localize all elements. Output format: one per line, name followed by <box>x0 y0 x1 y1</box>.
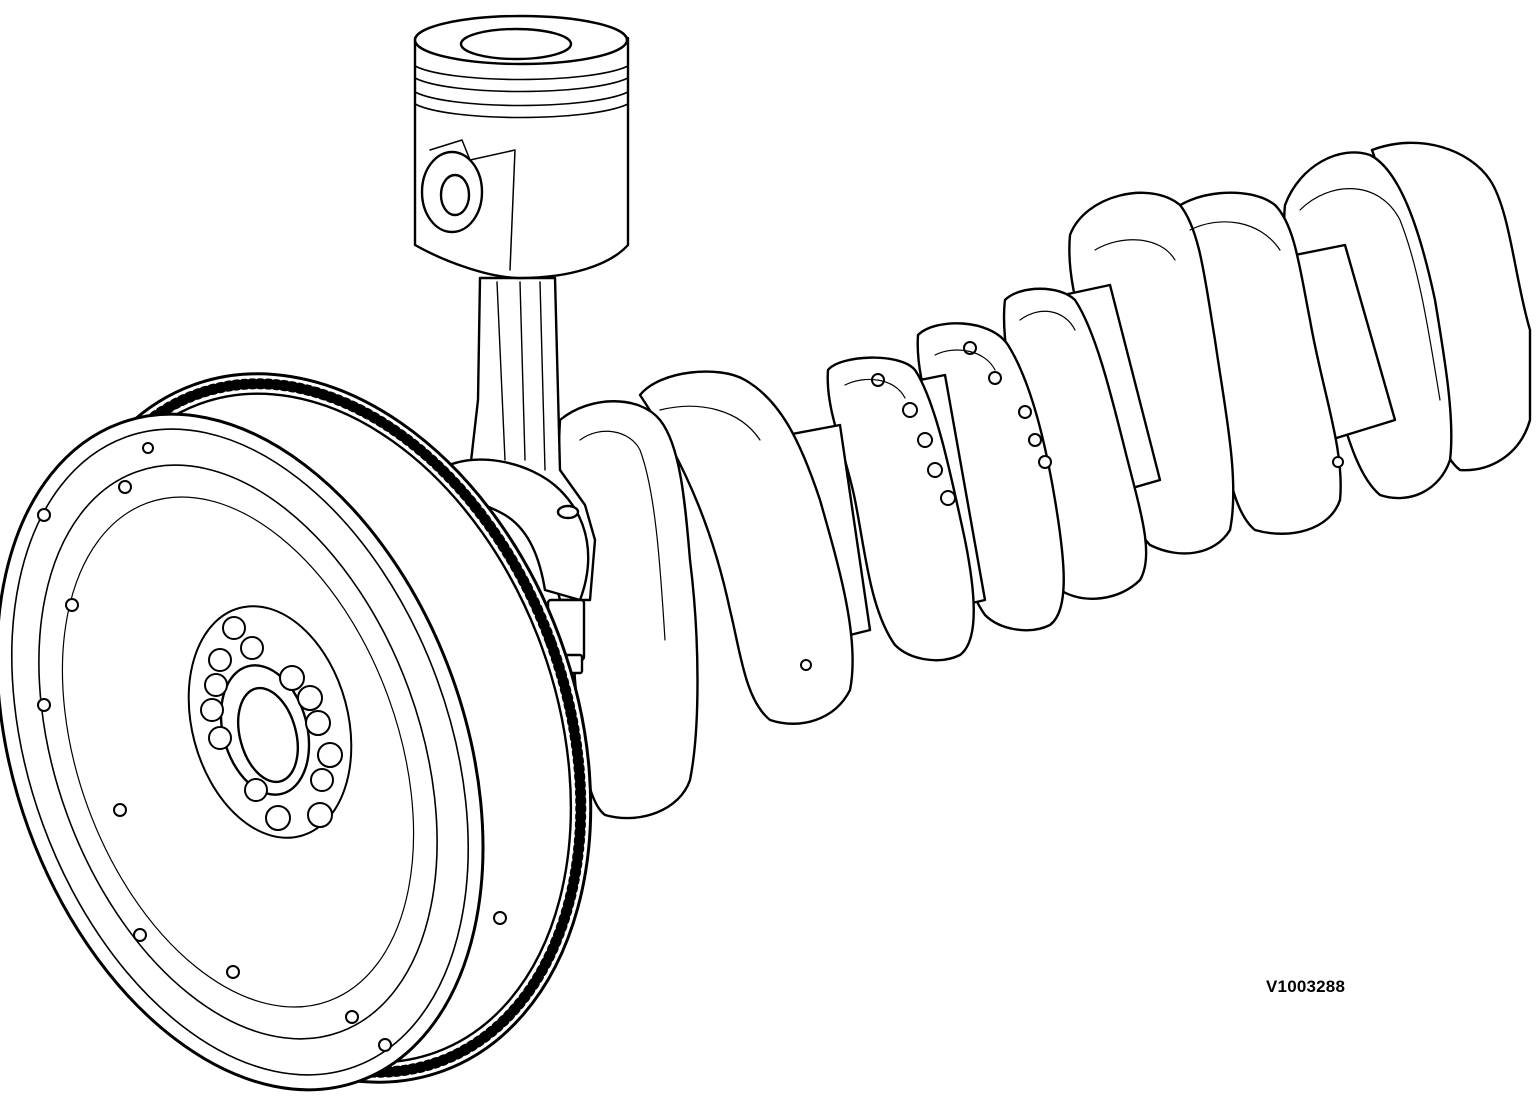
connecting-rod-rib <box>496 281 546 471</box>
crankshaft-web-1 <box>826 356 975 662</box>
crankshaft-front-counterweight <box>638 370 854 725</box>
flywheel-hub-bolts <box>200 616 343 831</box>
flywheel-rim-holes <box>37 442 507 1052</box>
flywheel-clutch-surface <box>38 464 438 1040</box>
figure-id-label: V1003288 <box>1266 977 1346 996</box>
flywheel <box>0 372 593 1092</box>
connecting-rod-oil-hole <box>556 504 580 520</box>
piston-pin-relief <box>429 139 516 271</box>
flywheel-inner-ring <box>61 496 415 1008</box>
piston-pin-hole <box>439 173 471 217</box>
flywheel-face-rim <box>11 428 469 1076</box>
piston-ring-grooves <box>414 65 629 119</box>
flywheel-pilot-bore <box>237 686 299 784</box>
crankshaft <box>557 141 1532 820</box>
piston-bowl <box>459 27 573 61</box>
piston <box>413 14 630 280</box>
crankshaft-contour-lines <box>579 188 1441 641</box>
